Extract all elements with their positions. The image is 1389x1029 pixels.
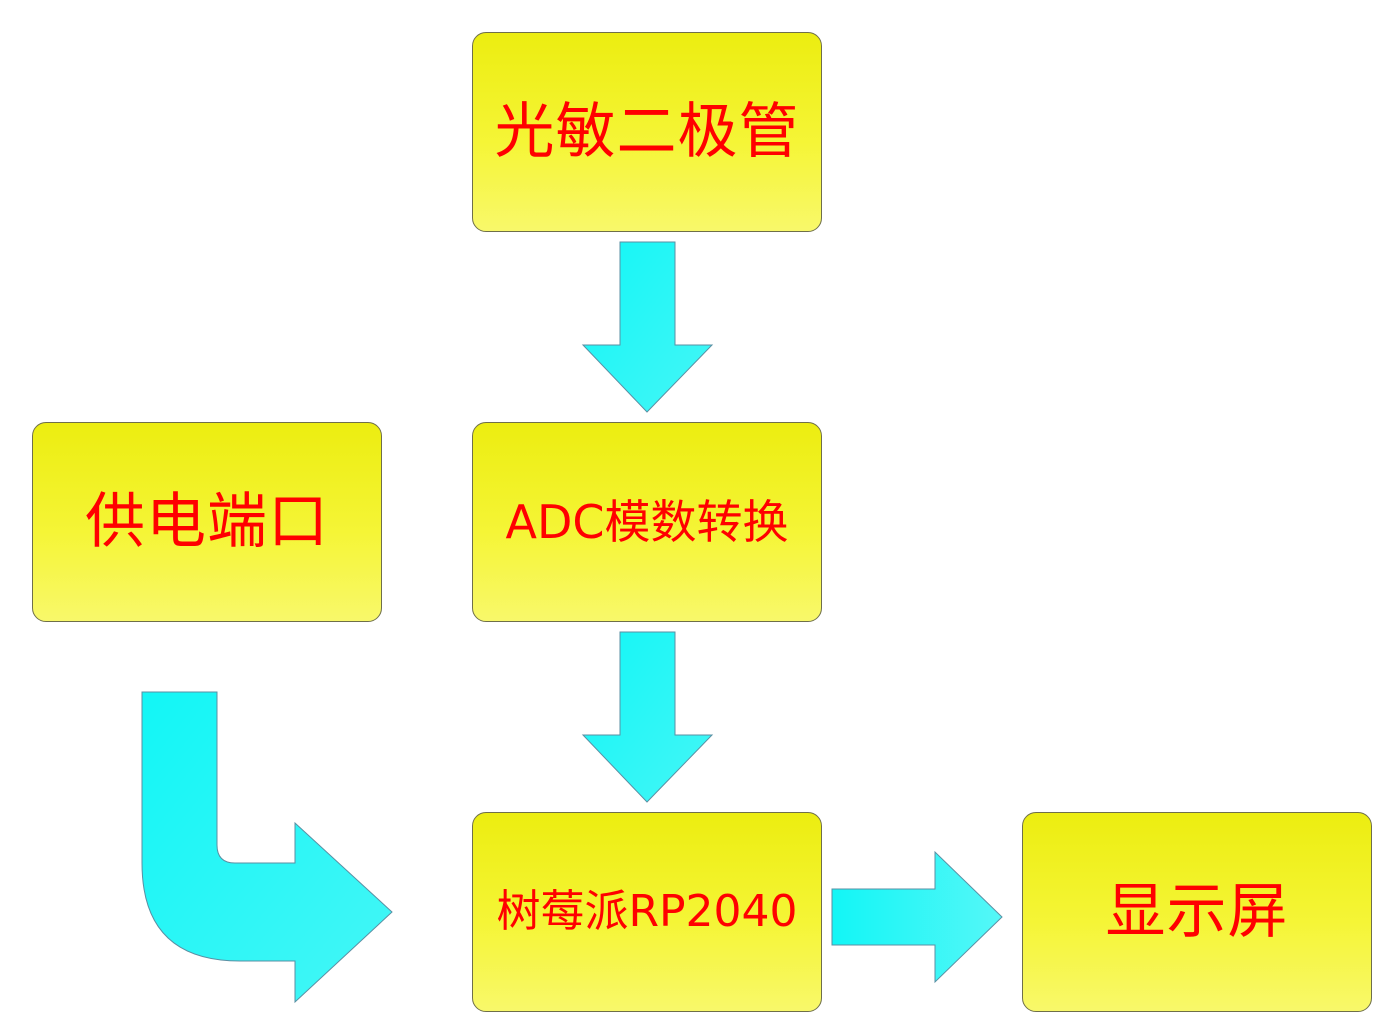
node-power-port: 供电端口 <box>32 422 382 622</box>
arrow-rp2040-to-display <box>831 850 1003 984</box>
node-rp2040: 树莓派RP2040 <box>472 812 822 1012</box>
node-display: 显示屏 <box>1022 812 1372 1012</box>
node-adc-label: ADC模数转换 <box>505 495 789 549</box>
node-rp2040-label: 树莓派RP2040 <box>496 886 798 937</box>
node-photodiode: 光敏二极管 <box>472 32 822 232</box>
node-power-port-label: 供电端口 <box>85 487 329 557</box>
node-photodiode-label: 光敏二极管 <box>494 97 800 167</box>
arrow-photodiode-to-adc <box>581 241 714 413</box>
arrow-adc-to-rp2040 <box>581 631 714 803</box>
node-adc: ADC模数转换 <box>472 422 822 622</box>
node-display-label: 显示屏 <box>1105 877 1289 947</box>
arrow-power-to-rp2040 <box>141 691 393 1004</box>
